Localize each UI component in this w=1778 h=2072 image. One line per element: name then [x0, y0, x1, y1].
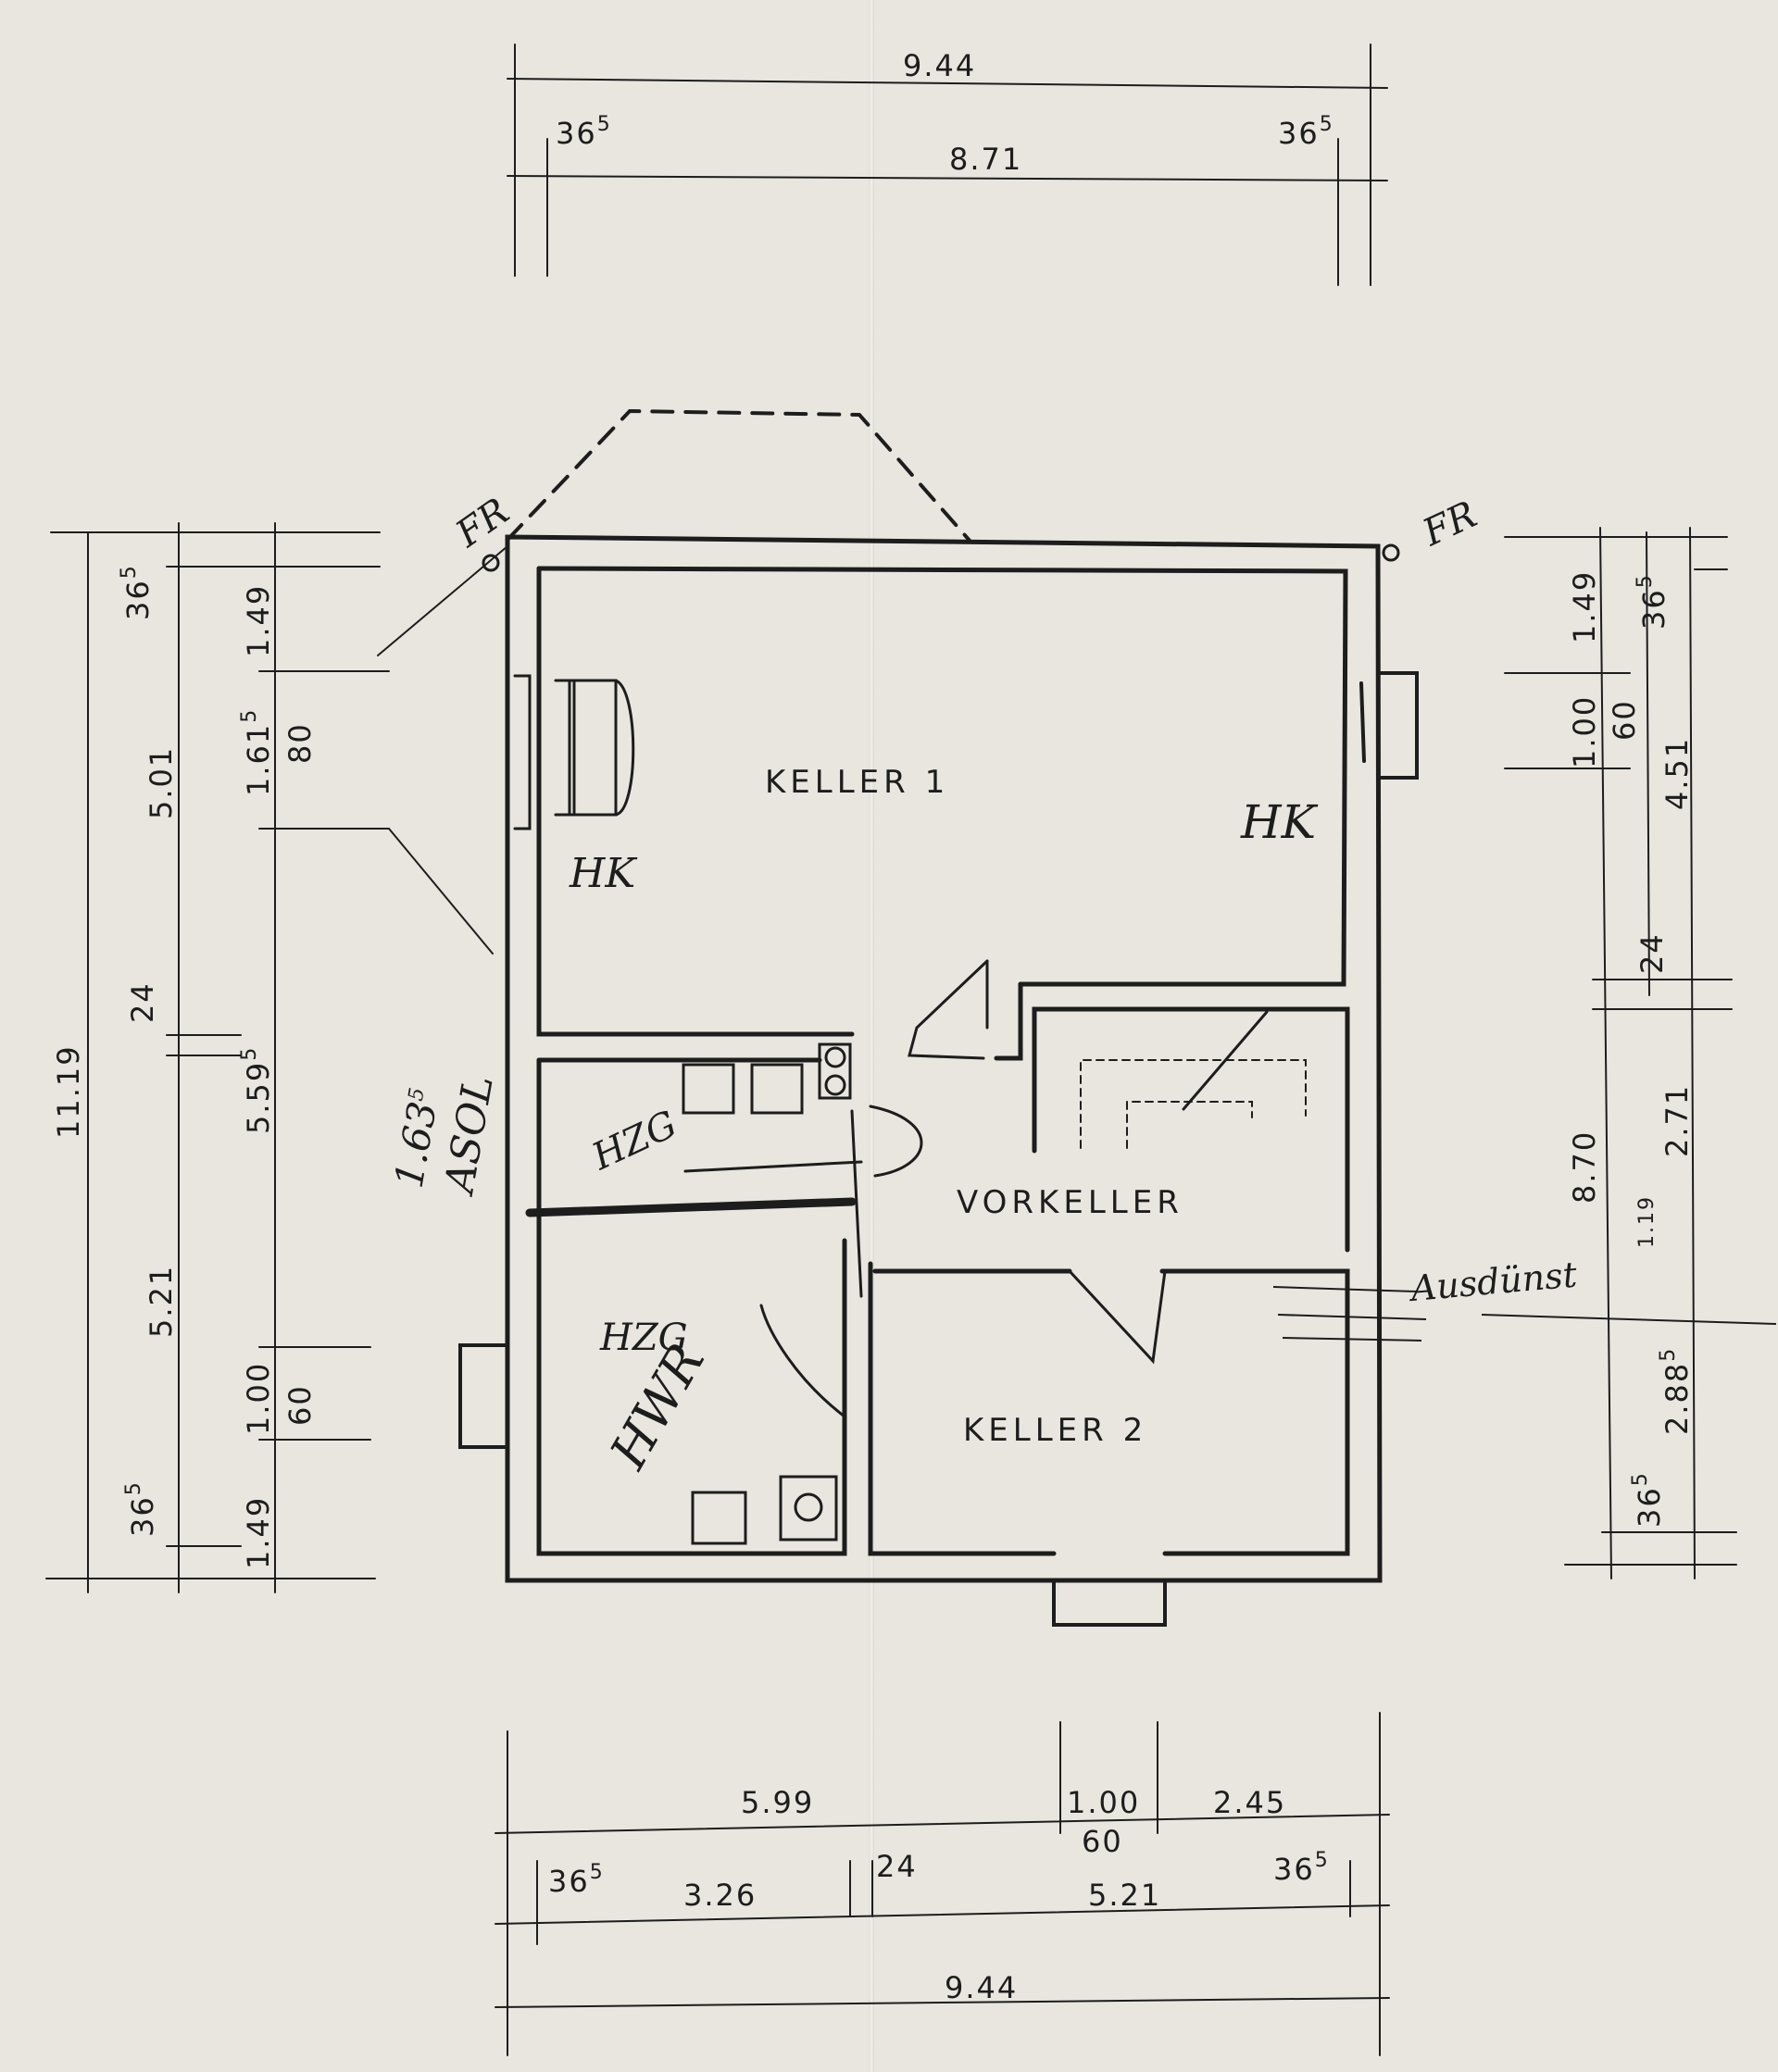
dim-bottom-b: 1.00 — [1067, 1785, 1140, 1820]
ausdunst-hatch — [1272, 1286, 1777, 1342]
dim-right-r4: 24 — [1634, 932, 1670, 974]
dim-top-inner: 8.71 — [949, 142, 1022, 177]
hand-wall-line — [525, 1197, 857, 1217]
dim-left-s2: 24 — [125, 981, 160, 1023]
window-left-top — [513, 674, 576, 830]
window-bottom — [1052, 1579, 1167, 1627]
dim-bottom-f: 5.21 — [1088, 1878, 1161, 1913]
hand-door-marks — [683, 1105, 923, 1418]
dim-bottom-b-sub: 60 — [1082, 1824, 1123, 1859]
dim-left-wall-top: 365 — [118, 564, 156, 620]
dim-bottom-a: 5.99 — [741, 1785, 814, 1820]
dim-bottom-e: 24 — [876, 1849, 918, 1884]
dim-left-i4: 1.00 — [241, 1362, 276, 1435]
dim-right-wall-bot: 365 — [1629, 1471, 1667, 1528]
dim-left-total: 11.19 — [51, 1044, 86, 1139]
window-left-bottom — [458, 1343, 509, 1449]
window-right — [1359, 671, 1419, 780]
dim-left-i4-sub: 60 — [282, 1384, 318, 1426]
dim-left-s3: 5.21 — [144, 1265, 179, 1338]
dim-right-r2-sub: 60 — [1607, 699, 1642, 741]
dim-left-group: 11.19 365 5.01 24 5.21 365 1.49 1.615 80… — [51, 564, 318, 1569]
dim-right-wall-top: 365 — [1634, 573, 1672, 630]
annotation-hzg-upper: HZG — [585, 1103, 683, 1179]
room-label-vorkeller: VORKELLER — [957, 1184, 1183, 1221]
bay-diagonal — [377, 545, 508, 955]
room-label-keller2: KELLER 2 — [963, 1412, 1147, 1449]
inner-wall-outline — [536, 566, 1350, 1556]
fixture-boxes — [568, 679, 852, 1545]
annotation-hk-right: HK — [1240, 795, 1319, 849]
annotation-height-note: ASOL — [435, 1072, 503, 1200]
dim-lines — [45, 44, 1737, 2056]
bay-dashed — [506, 408, 972, 543]
dim-right-r7: 1.19 — [1635, 1195, 1659, 1248]
dim-left-i1: 1.49 — [241, 584, 276, 657]
dim-bottom-d: 3.26 — [683, 1878, 757, 1913]
dim-left-s1: 5.01 — [144, 746, 179, 819]
dim-right-total: 8.70 — [1567, 1130, 1602, 1204]
dim-bottom-c: 2.45 — [1213, 1785, 1286, 1820]
dim-left-i2: 1.615 — [238, 708, 276, 796]
paper-fold — [869, 0, 874, 2072]
dim-bottom-total: 9.44 — [945, 1970, 1018, 2005]
vorkeller-door-top — [908, 959, 989, 1060]
dim-right-r2: 1.00 — [1567, 695, 1602, 768]
annotation-fr-right: FR — [1416, 493, 1484, 555]
dim-right-r6: 2.885 — [1657, 1347, 1695, 1435]
dim-bottom-wall-right: 365 — [1273, 1849, 1330, 1887]
dim-left-i2-sub: 80 — [282, 722, 318, 764]
dim-top-total: 9.44 — [903, 48, 976, 83]
dim-right-group: 1.49 1.00 60 365 4.51 24 8.70 2.71 1.19 … — [1567, 570, 1695, 1528]
dim-bottom-wall-left: 365 — [548, 1861, 605, 1899]
stair — [1080, 1059, 1307, 1149]
fr-circles — [482, 543, 1400, 572]
annotation-hk-left: HK — [569, 850, 637, 897]
dim-left-i5: 1.49 — [241, 1496, 276, 1569]
dim-right-r5: 2.71 — [1659, 1084, 1695, 1157]
annotation-ausdunst: Ausdünst — [1407, 1254, 1579, 1309]
room-label-keller1: KELLER 1 — [765, 764, 949, 801]
dim-right-r3: 4.51 — [1659, 737, 1695, 810]
outer-wall — [505, 534, 1383, 1583]
stair-arrow — [1182, 1010, 1269, 1111]
dim-right-r1: 1.49 — [1567, 570, 1602, 643]
dim-top-right-wall: 365 — [1278, 113, 1334, 151]
keller2-door — [1068, 1269, 1167, 1365]
dim-top-left-wall: 365 — [556, 113, 612, 151]
annotation-hzg: HZG — [599, 1317, 688, 1359]
dim-left-wall-bot: 365 — [122, 1480, 160, 1537]
dim-left-i3: 5.595 — [238, 1046, 276, 1134]
